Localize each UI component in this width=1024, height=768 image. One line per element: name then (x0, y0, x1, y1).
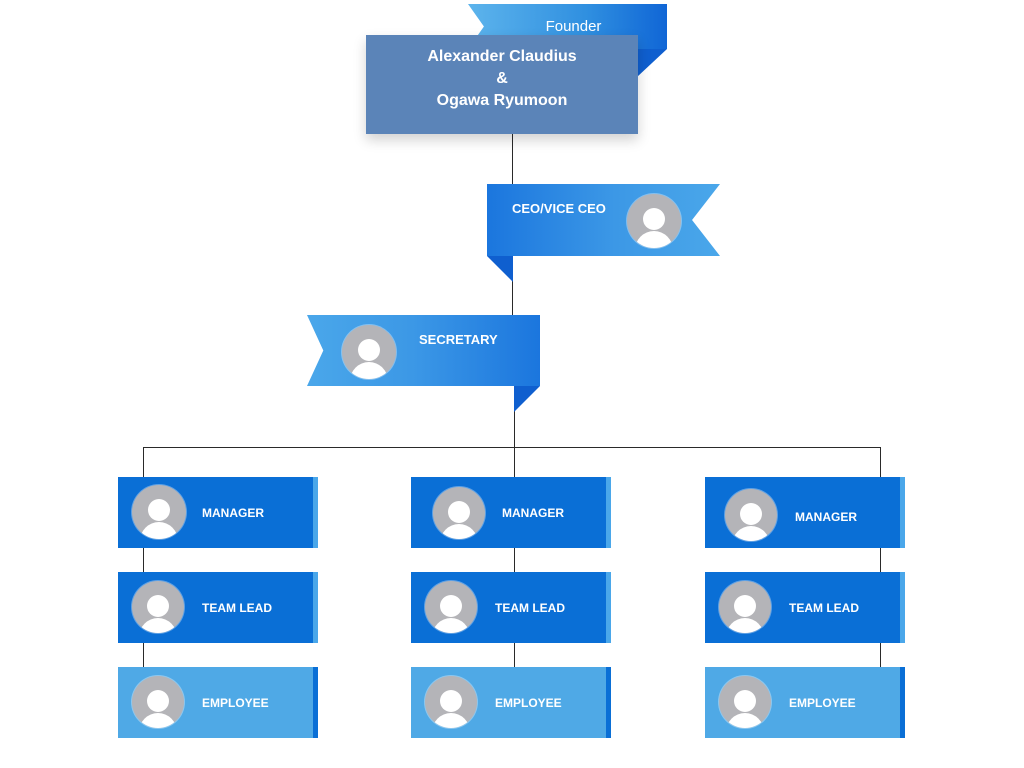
connector-col3-manager-lead (880, 548, 881, 572)
col1-team-lead-card: TEAM LEAD (118, 572, 318, 643)
col3-manager-card: MANAGER (705, 477, 905, 548)
connector-founder-ceo (512, 134, 513, 184)
founder-tag-text: Founder (545, 18, 602, 35)
col3-team-lead-avatar-icon (719, 581, 771, 633)
connector-col1-manager-lead (143, 548, 144, 572)
col3-team-lead-card: TEAM LEAD (705, 572, 905, 643)
connector-col3-lead-employee (880, 643, 881, 667)
col3-manager-avatar-icon (725, 489, 777, 541)
col2-manager-card: MANAGER (411, 477, 611, 548)
founder-ribbon-fold (637, 49, 667, 77)
founder-tag: Founder (468, 4, 667, 49)
col2-team-lead-label: TEAM LEAD (495, 600, 565, 615)
col1-manager-avatar-icon (132, 485, 186, 539)
founder-box: Alexander Claudius & Ogawa Ryumoon (366, 35, 638, 134)
connector-bus-right (880, 447, 881, 477)
col1-employee-label: EMPLOYEE (202, 695, 269, 710)
founder-name-2: Ogawa Ryumoon (436, 91, 568, 109)
col1-manager-card: MANAGER (118, 477, 318, 548)
ceo-avatar-icon (627, 194, 681, 248)
col2-employee-card: EMPLOYEE (411, 667, 611, 738)
connector-col1-lead-employee (143, 643, 144, 667)
col3-team-lead-label: TEAM LEAD (789, 600, 859, 615)
col3-manager-label: MANAGER (795, 509, 857, 524)
col2-team-lead-avatar-icon (425, 581, 477, 633)
col1-team-lead-label: TEAM LEAD (202, 600, 272, 615)
col2-manager-avatar-icon (433, 487, 485, 539)
ceo-ribbon (487, 184, 720, 256)
col2-team-lead-card: TEAM LEAD (411, 572, 611, 643)
founder-ampersand: & (496, 69, 508, 87)
col2-manager-label: MANAGER (502, 505, 564, 520)
connector-secretary-bus (514, 386, 515, 478)
connector-ceo-secretary (512, 256, 513, 315)
connector-col2-manager-lead (514, 548, 515, 572)
col3-employee-card: EMPLOYEE (705, 667, 905, 738)
col3-employee-avatar-icon (719, 676, 771, 728)
secretary-avatar-icon (342, 325, 396, 379)
col1-team-lead-avatar-icon (132, 581, 184, 633)
col1-manager-label: MANAGER (202, 505, 264, 520)
col1-employee-avatar-icon (132, 676, 184, 728)
connector-col2-lead-employee (514, 643, 515, 667)
connector-horizontal-bus (143, 447, 881, 448)
connector-bus-left (143, 447, 144, 477)
ceo-label: CEO/VICE CEO (512, 201, 606, 216)
founder-name-1: Alexander Claudius (427, 47, 577, 65)
secretary-label: SECRETARY (419, 332, 498, 347)
col1-employee-card: EMPLOYEE (118, 667, 318, 738)
col2-employee-label: EMPLOYEE (495, 695, 562, 710)
col3-employee-label: EMPLOYEE (789, 695, 856, 710)
ceo-ribbon-fold (487, 256, 513, 282)
col2-employee-avatar-icon (425, 676, 477, 728)
secretary-ribbon-fold (514, 386, 540, 412)
